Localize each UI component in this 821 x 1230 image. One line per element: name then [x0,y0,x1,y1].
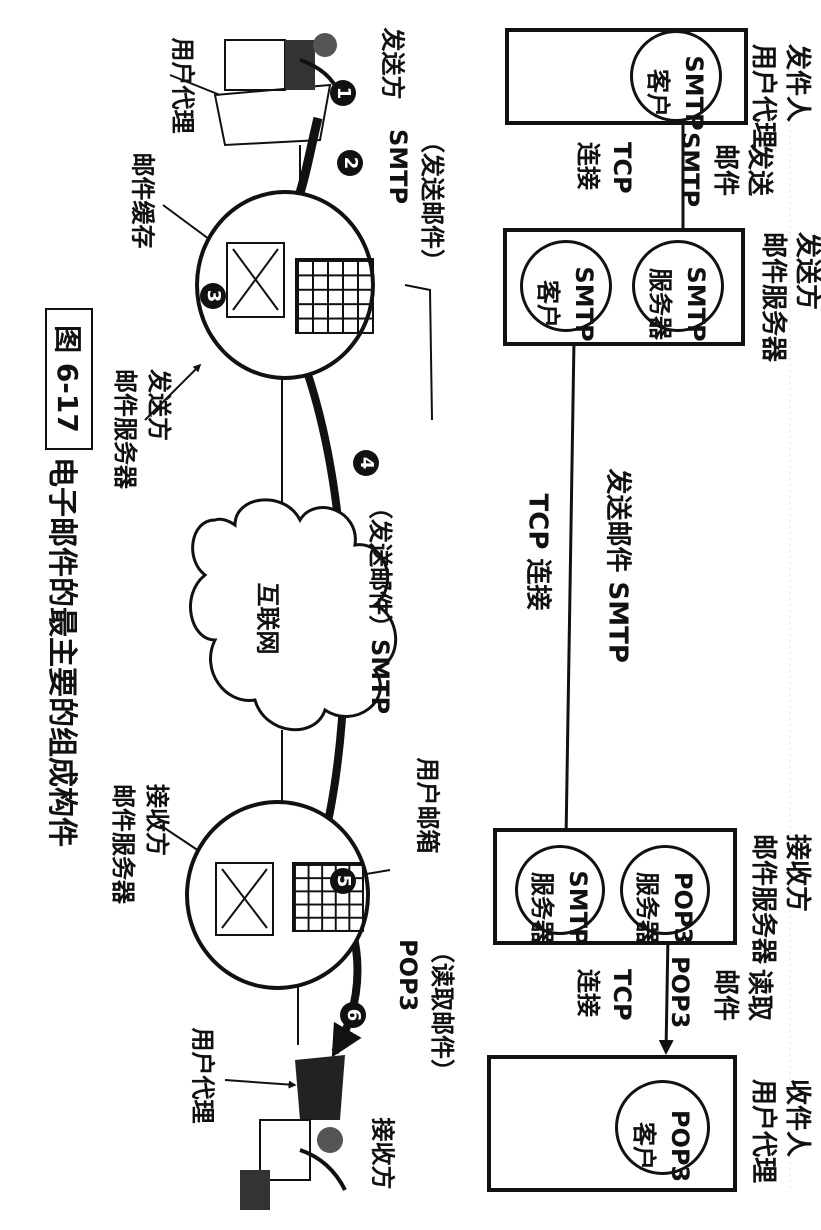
receiver-person-icon [240,1055,347,1210]
receiver-envelope-icon [215,862,274,936]
pop3-retrieve-arrow [658,934,674,1055]
receiver-mail-server-label: 接收方 邮件服务器 [109,784,171,904]
smtp-client-circle [630,30,722,122]
mail-cache-label: 邮件缓存 [128,152,157,249]
send-mail-smtp-1-label: （发送邮件） SMTP [384,129,446,273]
internet-label: 互联网 [253,582,282,655]
tcp-connect-label: TCP 连接 [574,142,636,194]
send-mail-label: 发送 邮件 [710,144,774,197]
sender-ua-client-text: SMTP 客户 [644,55,708,131]
mail-cache-envelope-icon [226,242,285,318]
sender-person-icon [213,33,342,147]
step-badge-2: 2 [337,150,363,176]
receiver-label: 接收方 [368,1117,397,1190]
sender-server-smtp-server-text: SMTP 服务器 [646,266,710,342]
sender-ua-label: 发件人 用户代理 [748,44,812,149]
receiver-ua-client-text: POP3 客户 [630,1109,694,1183]
sender-server-smtp-client-text: SMTP 客户 [534,266,598,342]
receiver-server-smtp-server-text: SMTP 服务器 [528,870,592,946]
sender-mailbox-grid [295,258,374,334]
sender-server-label: 发送方 邮件服务器 [758,232,821,363]
step-badge-3: 3 [200,283,226,309]
receiver-ua-label: 收件人 用户代理 [748,1079,812,1184]
pop3-client-circle [615,1080,710,1175]
user-mailbox-label: 用户邮箱 [413,757,442,854]
pop3-label-top: POP3 [666,956,694,1029]
read-mail-label: 读取 邮件 [710,969,774,1022]
tcp-connection-label: TCP 连接 [522,493,553,611]
receiver-server-label: 接收方 邮件服务器 [748,834,812,965]
send-mail-smtp-label: 发送邮件 SMTP [602,468,633,663]
step-badge-5: 5 [330,868,356,894]
smtp-label-top: SMTP [676,132,704,208]
sender-mail-server-label: 发送方 邮件服务器 [111,369,173,489]
smtp-server-circle [632,240,724,332]
smtp-client-circle-2 [520,240,612,332]
server-to-server-arrow [558,339,576,843]
user-agent-label-1: 用户代理 [168,37,197,134]
internet-cloud [189,498,398,732]
figure-number: 图 6-17 [45,308,93,450]
send-mail-smtp-4-label: （发送邮件）SMTP [366,495,394,715]
sender-label: 发送方 [378,27,407,100]
tcp-connect-label-2: TCP 连接 [574,969,636,1021]
step-badge-1: 1 [330,80,356,106]
receiver-server-pop3-server-text: POP3 服务器 [633,871,697,945]
smtp-server-circle-2 [515,845,605,935]
figure-title: 电子邮件的最主要的组成构件 [44,457,79,847]
pop3-server-circle [620,845,710,935]
step-badge-4: 4 [353,450,379,476]
step-badge-6: 6 [340,1002,366,1028]
read-mail-pop3-label: （读取邮件） POP3 [394,939,456,1083]
user-agent-label-2: 用户代理 [188,1027,217,1124]
